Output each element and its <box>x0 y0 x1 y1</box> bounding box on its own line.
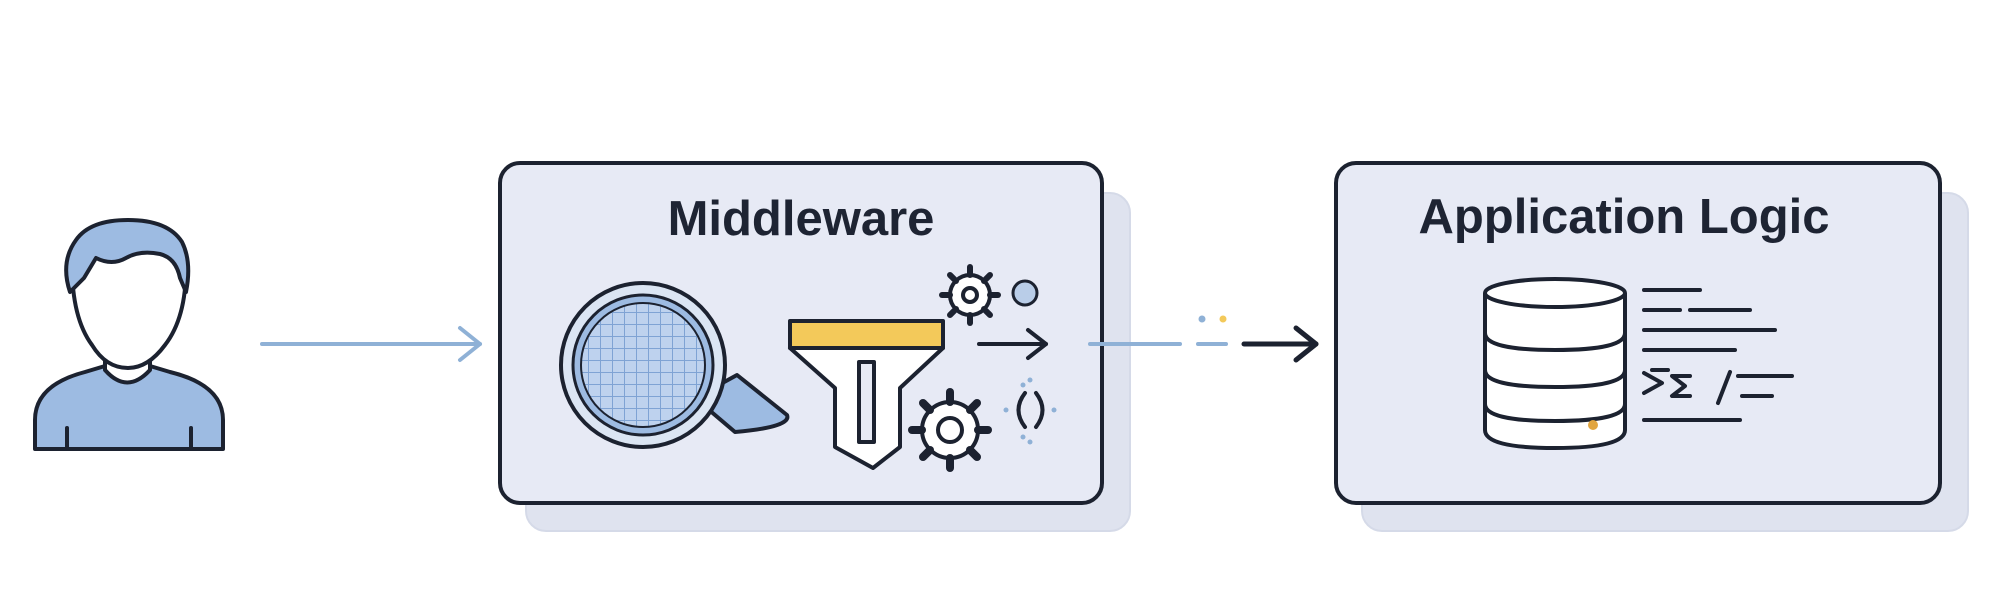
gear-icon <box>939 264 1001 326</box>
database-icon <box>1483 277 1627 451</box>
arrow-right-icon <box>977 328 1048 360</box>
disconnect-icon <box>1016 391 1045 429</box>
application-logic-title: Application Logic <box>1418 190 1829 244</box>
application-logic-panel: Application Logic <box>1334 161 1969 532</box>
code-lines-icon <box>1642 288 1794 422</box>
user-icon <box>33 218 225 451</box>
arrow-right-icon <box>1088 315 1319 363</box>
magnifier-icon <box>559 281 790 449</box>
gear-icon <box>908 388 992 472</box>
middleware-title: Middleware <box>668 192 935 246</box>
arrow-right-icon <box>260 326 482 362</box>
dots <box>1003 377 1057 445</box>
middleware-panel: Middleware <box>498 161 1131 532</box>
status-dot <box>1011 279 1039 307</box>
filter-funnel-icon <box>788 319 945 470</box>
